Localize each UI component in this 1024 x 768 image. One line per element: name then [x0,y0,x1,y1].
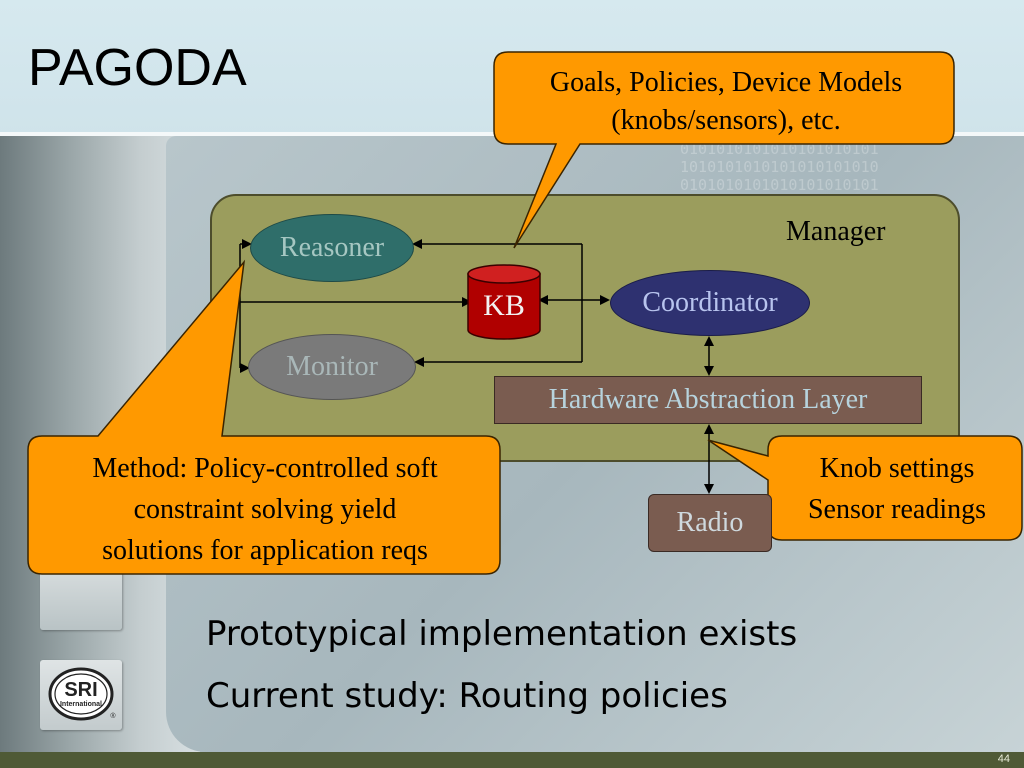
bullet-item: Current study: Routing policies [206,676,728,716]
kb-node-label: KB [483,289,525,322]
coordinator-node: Coordinator [610,270,810,336]
logo-text-sub: International [60,701,102,708]
footer-bar [0,752,1024,768]
callout-knob-text: Knob settings Sensor readings [772,448,1022,530]
callout-method-line: Method: Policy-controlled soft [92,453,438,484]
reasoner-node: Reasoner [250,214,414,282]
logo-registered-mark: ® [110,712,116,720]
callout-method-line: solutions for application reqs [102,535,428,566]
callout-goals-line: Goals, Policies, Device Models [549,67,903,98]
kb-cylinder [467,264,541,340]
decorative-tile [40,570,122,630]
sri-logo: SRI International ® [48,667,116,721]
radio-node: Radio [648,494,772,552]
callout-goals-text: Goals, Policies, Device Models (knobs/se… [498,64,954,140]
hardware-abstraction-layer-node: Hardware Abstraction Layer [494,376,922,424]
callout-method-line: constraint solving yield [133,494,397,525]
bullet-item: Prototypical implementation exists [206,614,798,654]
slide-title: PAGODA [28,39,247,97]
callout-knob-line: Knob settings [819,453,975,484]
logo-text-main: SRI [64,679,97,701]
page-number: 44 [997,753,1010,765]
callout-goals-line: (knobs/sensors), etc. [611,105,841,136]
sri-logo-tile: SRI International ® [40,660,122,730]
callout-method-text: Method: Policy-controlled soft constrain… [30,448,500,571]
callout-knob-shape [707,435,1023,541]
manager-label: Manager [786,216,886,247]
callout-knob-line: Sensor readings [807,494,987,525]
callout-method-shape [27,259,501,575]
monitor-node: Monitor [248,334,416,400]
callout-goals-shape [493,51,955,249]
